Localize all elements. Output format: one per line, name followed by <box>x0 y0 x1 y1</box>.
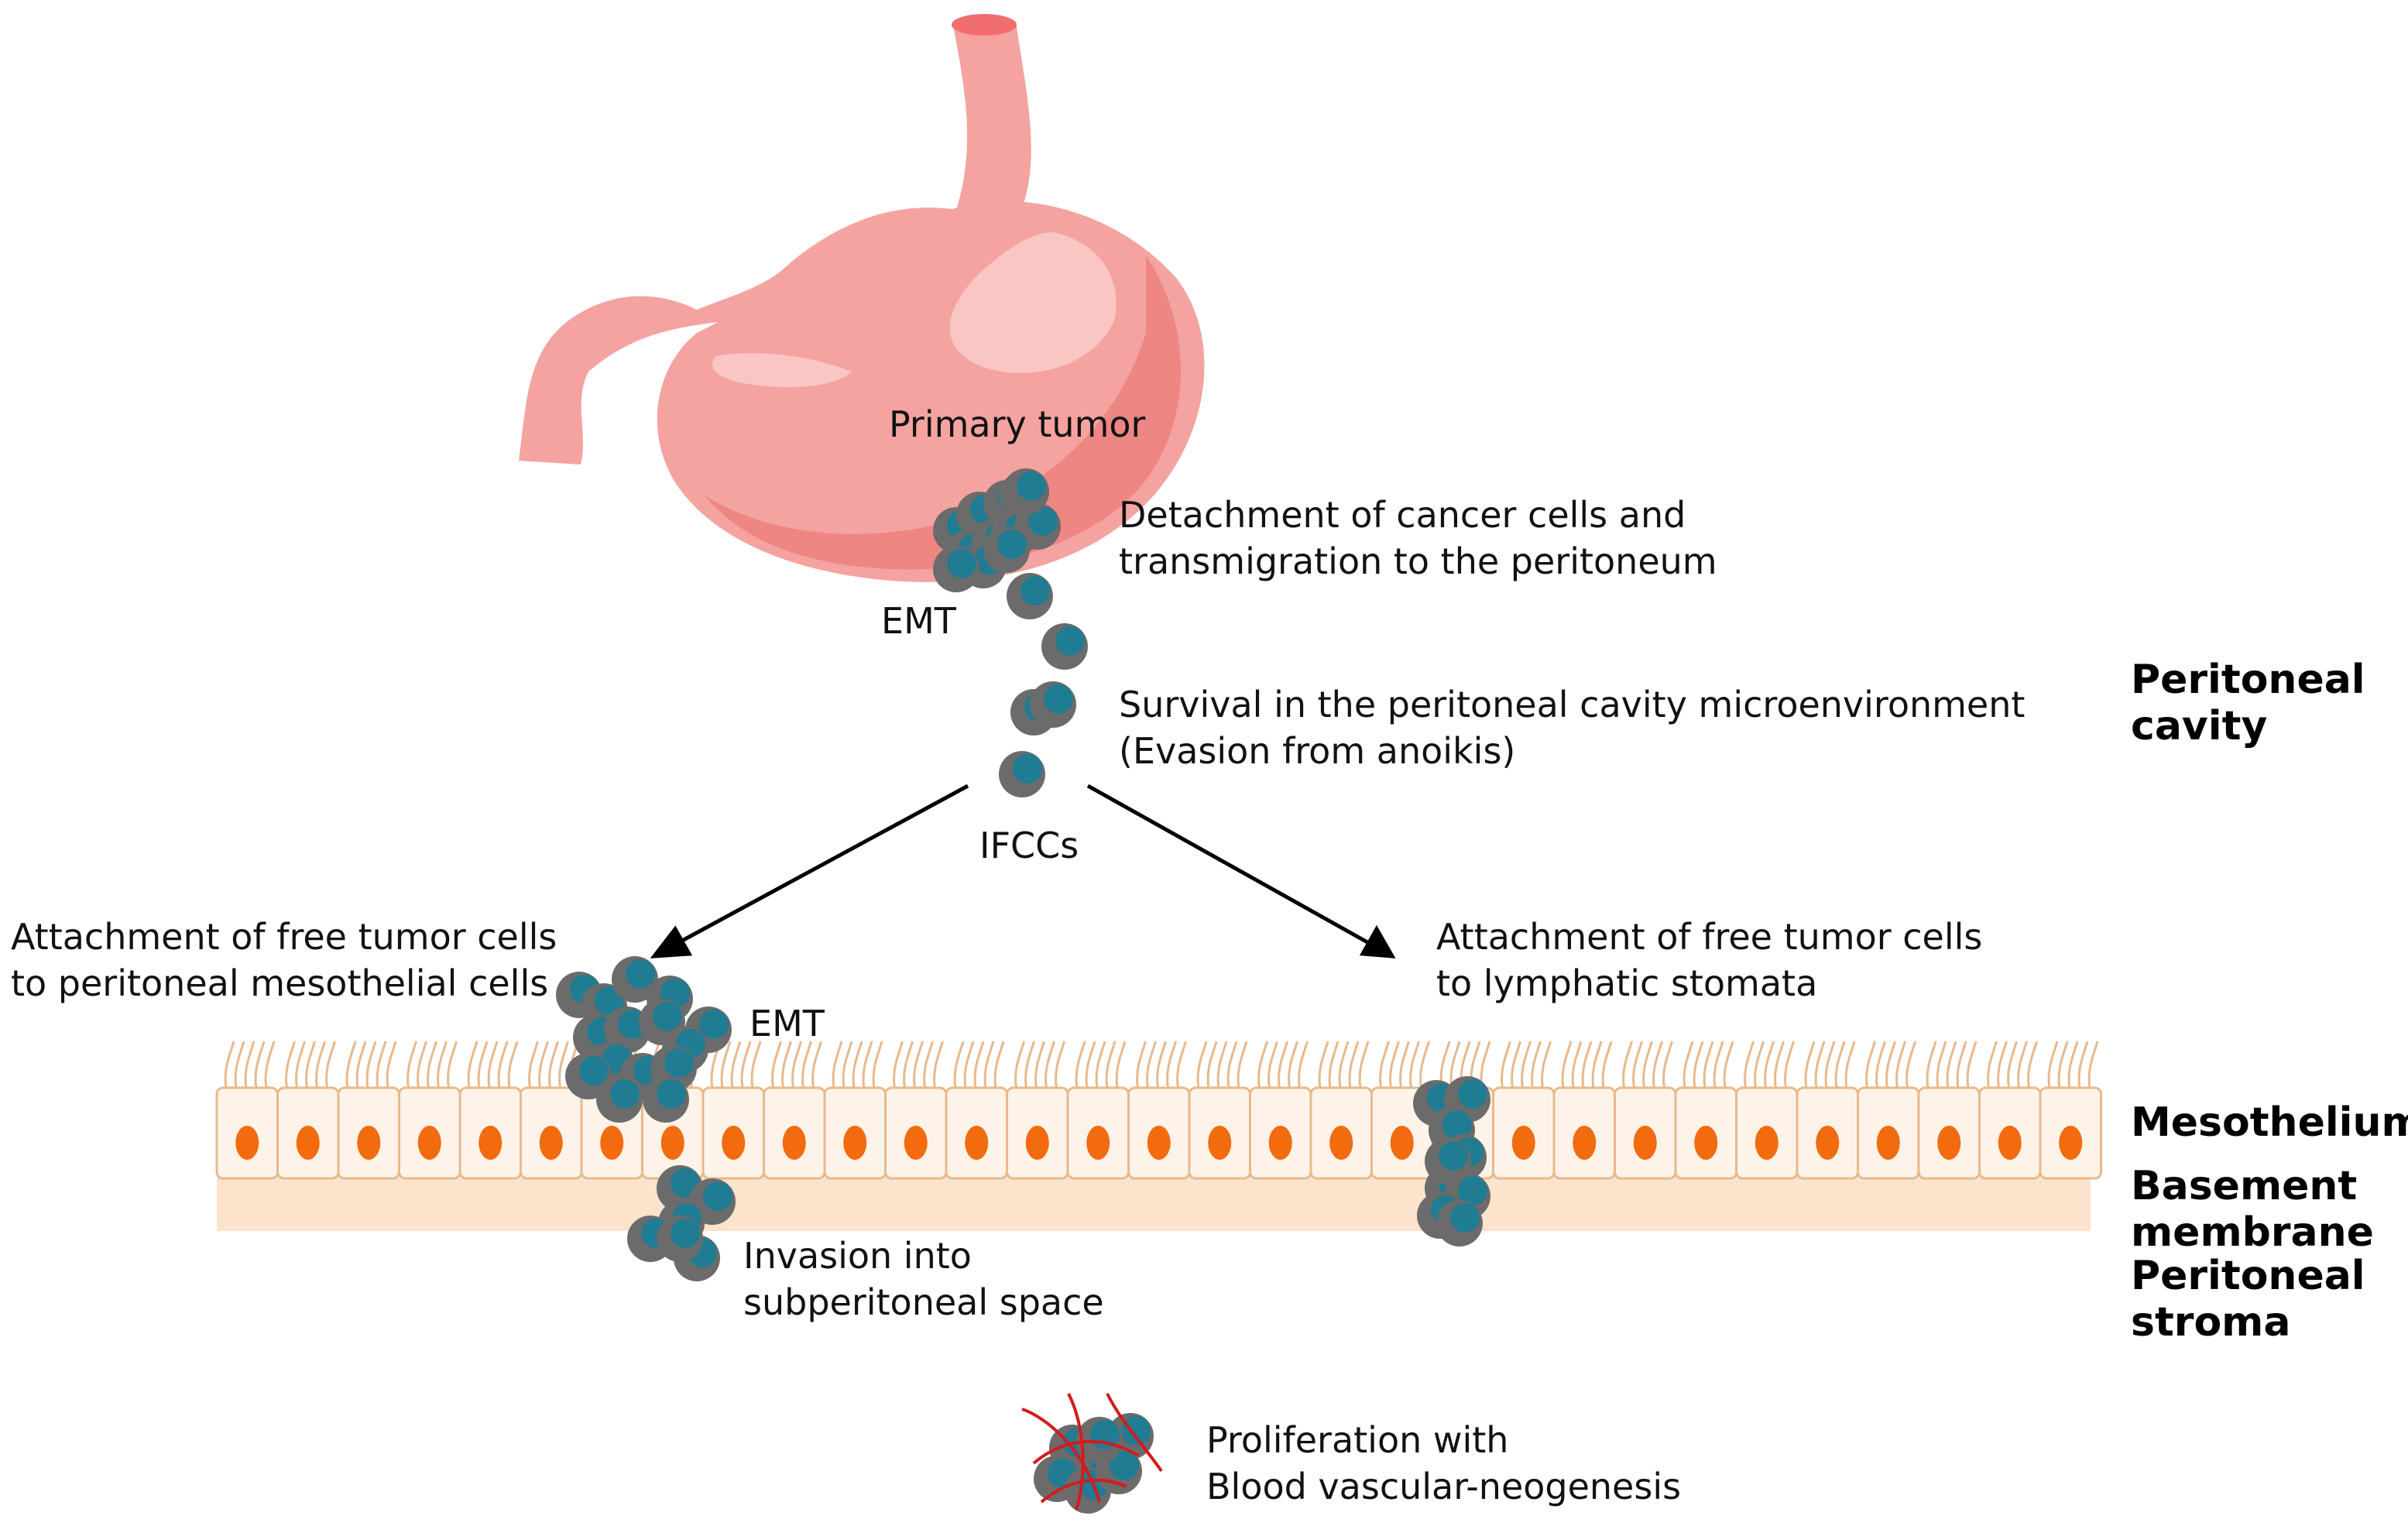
arrow-to-mesothelial <box>671 784 969 948</box>
tumor-cell <box>596 1076 643 1123</box>
label-ifccs: IFCCs <box>979 825 1079 866</box>
tumor-cell <box>999 751 1045 797</box>
mesothelial-cell <box>823 1041 887 1180</box>
label-detachment: Detachment of cancer cells and transmigr… <box>1119 494 1717 582</box>
mesothelial-cell <box>763 1041 826 1180</box>
mesothelial-cell <box>1796 1041 1859 1180</box>
label-survival: Survival in the peritoneal cavity microe… <box>1119 684 2026 772</box>
mesothelial-cell <box>520 1041 583 1180</box>
mesothelium-layer <box>215 1041 2102 1231</box>
stomach-highlight-small <box>712 353 852 387</box>
mesothelial-cell <box>1492 1041 1556 1180</box>
tumor-cell <box>1425 1138 1471 1185</box>
label-primary-tumor: Primary tumor <box>889 403 1146 445</box>
label-proliferation: Proliferation with Blood vascular-neogen… <box>1206 1419 1682 1507</box>
tumor-cell <box>643 1076 689 1123</box>
mesothelial-cell <box>1066 1041 1130 1180</box>
mesothelial-cell <box>1309 1041 1373 1180</box>
stomach-highlight <box>949 232 1117 373</box>
stomach-illustration <box>519 14 1205 582</box>
mesothelial-cell <box>945 1041 1008 1180</box>
mesothelial-cell <box>1674 1041 1737 1180</box>
label-invasion: Invasion into subperitoneal space <box>743 1235 1104 1323</box>
stomach-body <box>519 201 1205 582</box>
mesothelial-cell <box>215 1041 279 1180</box>
tumor-cell <box>1041 623 1088 670</box>
tumor-cell <box>983 526 1030 573</box>
layer-mesothelium: Mesothelium <box>2131 1099 2408 1146</box>
mesothelial-cell <box>2039 1041 2102 1180</box>
mesothelial-cell <box>1006 1041 1069 1180</box>
stomach-shade <box>705 255 1181 570</box>
mesothelial-cell <box>276 1041 340 1180</box>
tumor-cell <box>657 1216 703 1262</box>
tumor-cell <box>1030 681 1076 728</box>
mesothelial-cell <box>1614 1041 1677 1180</box>
layer-peritoneal-stroma: Peritoneal stroma <box>2131 1253 2365 1346</box>
mesothelial-cell <box>884 1041 948 1180</box>
mesothelial-cell <box>1735 1041 1799 1180</box>
tumor-cell <box>1003 468 1049 515</box>
mesothelial-cell <box>1978 1041 2042 1180</box>
mesothelial-cell <box>458 1041 522 1180</box>
mesothelial-cell <box>1127 1041 1191 1180</box>
blood-vessels <box>1021 1393 1163 1511</box>
arrows <box>650 784 1396 958</box>
layer-peritoneal-cavity: Peritoneal cavity <box>2131 657 2365 749</box>
mesothelial-cell <box>1917 1041 1981 1180</box>
mesothelial-cell <box>398 1041 461 1180</box>
esophagus <box>952 22 1031 225</box>
label-emt-left: EMT <box>749 1003 825 1044</box>
mesothelial-cell <box>1188 1041 1251 1180</box>
tumor-cell <box>1007 573 1053 619</box>
tumor-cell <box>933 546 979 592</box>
basement-membrane-band <box>217 1177 2091 1231</box>
arrow-to-stomata <box>1086 784 1376 948</box>
label-attach-stomata: Attachment of free tumor cells to lympha… <box>1436 916 1983 1004</box>
mesothelial-cell <box>701 1041 765 1180</box>
mesothelial-cell <box>337 1041 400 1180</box>
esophagus-opening <box>952 14 1017 36</box>
label-emt-top: EMT <box>881 600 956 642</box>
layer-basement-membrane: Basement membrane <box>2131 1163 2374 1256</box>
mesothelial-cell <box>1857 1041 1920 1180</box>
tumor-cell <box>1436 1200 1483 1247</box>
label-attach-mesothelial: Attachment of free tumor cells to perito… <box>11 916 557 1004</box>
mesothelial-cell <box>1552 1041 1616 1180</box>
mesothelial-cell <box>1249 1041 1312 1180</box>
tumor-cells <box>556 468 1490 1514</box>
